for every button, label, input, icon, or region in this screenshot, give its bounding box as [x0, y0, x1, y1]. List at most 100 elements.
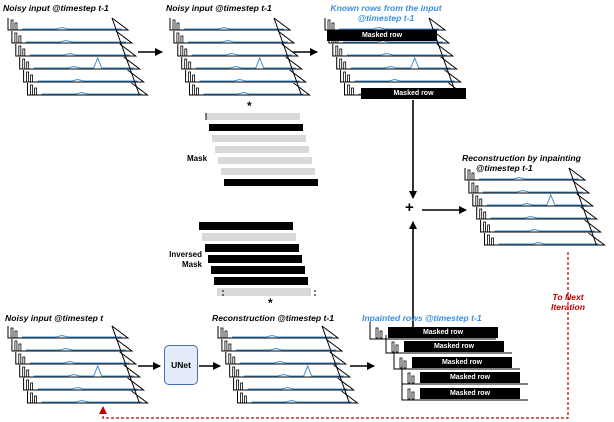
inpainted-row — [369, 321, 498, 340]
slice-row — [19, 364, 142, 378]
slice-row — [189, 82, 311, 96]
slice-row — [484, 232, 606, 246]
label-known-rows-line2: @timestep t-1 — [357, 13, 415, 23]
slice-row — [27, 82, 149, 96]
slice-row — [229, 364, 352, 378]
mask-row-known — [206, 113, 300, 120]
unet-box: UNet — [164, 345, 198, 385]
inv-mask-row-masked — [208, 255, 302, 263]
slice-row — [221, 338, 344, 352]
label-to-next-line2: Iteration — [551, 302, 585, 312]
inv-mask-row-masked — [214, 277, 308, 285]
label-recon-inpaint-line2: @timestep t-1 — [476, 163, 533, 173]
masked-row-bar — [388, 327, 498, 338]
slice-row — [19, 56, 142, 70]
stack-known-rows — [324, 17, 466, 96]
slice-row — [185, 69, 308, 83]
mask-pattern — [205, 113, 318, 186]
stack-noisy-top-2 — [169, 17, 311, 96]
slice-row — [173, 30, 296, 44]
masked-row-bar — [420, 372, 520, 383]
slice-row — [480, 219, 603, 233]
masked-row-label: Masked row — [393, 90, 434, 97]
masked-row-label: Masked row — [449, 390, 491, 397]
masked-row-label: Masked row — [449, 374, 491, 381]
label-inversed-mask: Inversed Mask — [160, 250, 202, 270]
slice-row — [217, 325, 340, 339]
slice-row — [233, 377, 356, 391]
masked-row-bar — [361, 88, 466, 99]
known-masked-rows — [327, 30, 466, 99]
mask-row-masked — [209, 124, 303, 131]
mask-row-known — [212, 135, 306, 142]
slice-row — [225, 351, 348, 365]
slice-row — [476, 206, 599, 220]
slice-row — [23, 377, 146, 391]
label-to-next-line1: To Next — [552, 292, 584, 302]
label-recon-inpaint-line1: Reconstruction by inpainting — [462, 153, 581, 163]
label-mask: Mask — [187, 154, 208, 163]
slice-row — [472, 193, 595, 207]
slice-row — [11, 338, 134, 352]
inv-mask-row-known — [217, 288, 311, 296]
inpainted-row — [401, 382, 528, 401]
slice-row — [468, 180, 591, 194]
slice-row — [177, 43, 300, 57]
multiply-symbol-bottom: * — [268, 296, 273, 310]
slice-row — [27, 390, 149, 404]
slice-row — [332, 43, 455, 57]
masked-row-bar — [420, 388, 520, 399]
label-inpainted-rows: Inpainted rows @timestep t-1 — [362, 313, 482, 323]
masked-row-bar — [327, 30, 437, 41]
masked-row-label: Masked row — [441, 359, 483, 366]
inpainted-row — [385, 335, 512, 354]
inv-mask-row-masked — [199, 222, 293, 230]
multiply-symbol-top: * — [247, 99, 252, 113]
inv-mask-row-known — [202, 233, 296, 241]
stack-noisy-top-1 — [7, 17, 149, 96]
feedback-loop-arrow — [99, 252, 569, 419]
masked-row-bar — [404, 341, 504, 352]
slice-row — [237, 390, 359, 404]
label-noisy-input-top-2: Noisy input @timestep t-1 — [166, 3, 272, 13]
slice-row — [11, 30, 134, 44]
slice-row — [7, 325, 130, 339]
inv-mask-row-masked — [205, 244, 299, 252]
slice-row — [15, 351, 138, 365]
stack-noisy-bottom — [7, 325, 149, 404]
masked-row-bar — [412, 357, 512, 368]
stack-reconstruction-bottom — [217, 325, 359, 404]
label-known-rows-line1: Known rows from the input — [330, 3, 442, 13]
slice-row — [7, 17, 130, 31]
label-to-next-iteration: To Next Iteration — [540, 292, 596, 312]
mask-row-known — [218, 157, 312, 164]
label-reconstruction-bottom: Reconstruction @timestep t-1 — [212, 313, 335, 323]
plus-symbol: + — [405, 199, 414, 216]
mask-row-known — [221, 168, 315, 175]
arrows — [138, 48, 467, 370]
inversed-mask-pattern — [199, 222, 316, 297]
slice-row — [340, 69, 463, 83]
slice-row — [15, 43, 138, 57]
slice-row — [181, 56, 304, 70]
masked-row-label: Masked row — [433, 343, 475, 350]
slice-row — [464, 167, 587, 181]
label-inversed-mask-line1: Inversed — [169, 250, 202, 259]
mask-row-known — [215, 146, 309, 153]
slice-row — [23, 69, 146, 83]
masked-row-label: Masked row — [422, 329, 464, 336]
label-known-rows: Known rows from the input @timestep t-1 — [316, 3, 456, 23]
label-inversed-mask-line2: Mask — [181, 260, 202, 269]
stack-reconstruction-inpainting — [464, 167, 606, 246]
stack-inpainted-rows — [369, 321, 528, 401]
unet-label: UNet — [171, 360, 191, 370]
mask-row-masked — [224, 179, 318, 186]
inpainted-row — [393, 351, 520, 370]
label-noisy-input-bottom: Noisy input @timestep t — [5, 313, 104, 323]
label-reconstruction-inpainting: Reconstruction by inpainting @timestep t… — [462, 153, 581, 173]
slice-row — [169, 17, 292, 31]
masked-row-label: Masked row — [361, 32, 403, 39]
inv-mask-row-masked — [211, 266, 305, 274]
label-noisy-input-top-1: Noisy input @timestep t-1 — [3, 3, 109, 13]
